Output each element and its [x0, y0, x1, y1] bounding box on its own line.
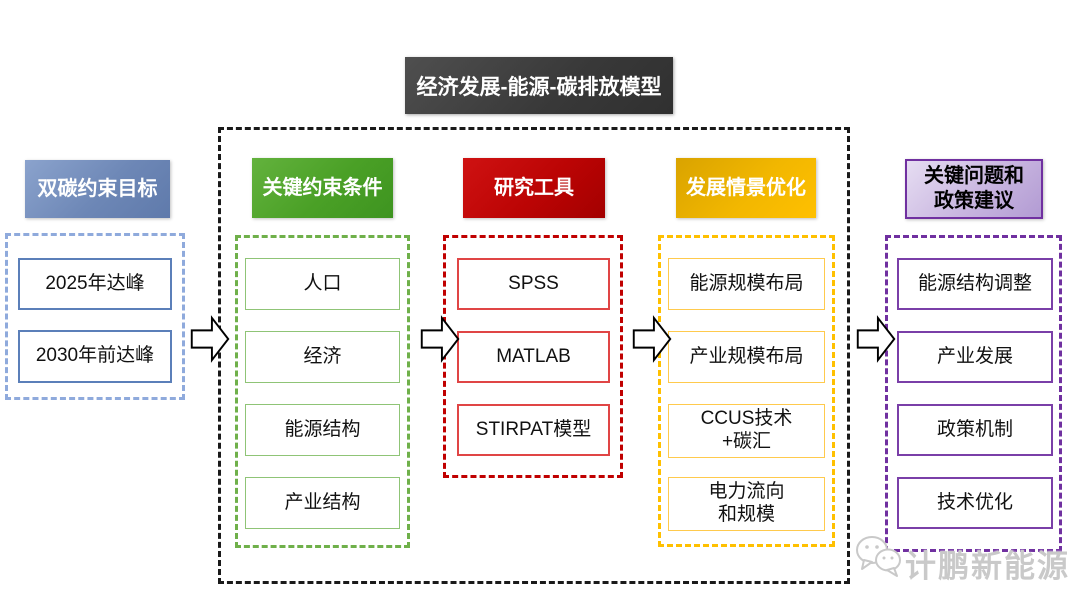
item-label: +碳汇 [721, 431, 772, 452]
header-label: 关键问题和 [924, 165, 1024, 187]
header-dual-carbon-targets: 双碳约束目标 [25, 160, 170, 218]
item-industrial-development: 产业发展 [897, 331, 1053, 383]
header-policy-recommendations: 关键问题和 政策建议 [905, 159, 1043, 219]
item-label: 2025年达峰 [45, 272, 145, 294]
item-economy: 经济 [245, 331, 400, 383]
wechat-logo-icon [856, 536, 901, 577]
header-scenario-optimization: 发展情景优化 [676, 158, 816, 218]
item-peak-before-2030: 2030年前达峰 [18, 330, 172, 383]
item-label: 政策机制 [936, 418, 1013, 440]
item-label: 人口 [303, 272, 342, 294]
item-peak-2025: 2025年达峰 [18, 258, 172, 310]
item-label: 2030年前达峰 [35, 345, 155, 367]
item-power-flow-scale: 电力流向 和规模 [668, 477, 825, 531]
group-dual-carbon-targets [5, 233, 185, 400]
flow-arrow-2-icon [420, 315, 460, 363]
item-ccus-carbon-sink: CCUS技术 +碳汇 [668, 404, 825, 458]
group-scenario-optimization [658, 235, 835, 547]
header-label: 政策建议 [934, 190, 1014, 212]
item-label: 能源结构 [284, 418, 361, 440]
header-label: 关键约束条件 [262, 176, 383, 199]
item-label: 能源结构调整 [917, 272, 1032, 294]
model-frame [218, 127, 850, 584]
header-label: 发展情景优化 [686, 176, 806, 199]
diagram-title: 经济发展-能源-碳排放模型 [405, 57, 673, 114]
item-label: MATLAB [496, 345, 571, 367]
header-label: 研究工具 [494, 176, 574, 199]
item-label: STIRPAT模型 [475, 418, 592, 440]
item-label: 产业发展 [936, 345, 1013, 367]
flow-arrow-3-icon [632, 315, 672, 363]
item-stirpat-model: STIRPAT模型 [457, 404, 610, 456]
flow-arrow-4-icon [856, 315, 896, 363]
group-policy-recommendations [885, 235, 1062, 552]
item-label: 产业规模布局 [689, 345, 804, 367]
header-key-constraints: 关键约束条件 [252, 158, 393, 218]
item-population: 人口 [245, 258, 400, 310]
item-label: 电力流向 [708, 481, 785, 503]
flow-arrow-1-icon [190, 315, 230, 363]
item-label: CCUS技术 [700, 408, 793, 430]
item-label: 经济 [303, 345, 342, 367]
item-label: 能源规模布局 [689, 272, 804, 294]
item-label: 产业结构 [284, 491, 361, 513]
item-matlab: MATLAB [457, 331, 610, 383]
header-research-tools: 研究工具 [463, 158, 605, 218]
item-energy-scale-layout: 能源规模布局 [668, 258, 825, 310]
item-energy-structure: 能源结构 [245, 404, 400, 456]
item-industrial-structure: 产业结构 [245, 477, 400, 529]
item-energy-structure-adjustment: 能源结构调整 [897, 258, 1053, 310]
watermark-text: 计鹏新能源 [905, 549, 1070, 584]
header-label: 双碳约束目标 [37, 177, 158, 200]
group-key-constraints [235, 235, 410, 548]
item-label: 和规模 [717, 504, 775, 525]
item-technology-optimization: 技术优化 [897, 477, 1053, 529]
item-label: SPSS [508, 272, 559, 294]
item-industry-scale-layout: 产业规模布局 [668, 331, 825, 383]
item-policy-mechanism: 政策机制 [897, 404, 1053, 456]
item-spss: SPSS [457, 258, 610, 310]
item-label: 技术优化 [936, 491, 1013, 513]
